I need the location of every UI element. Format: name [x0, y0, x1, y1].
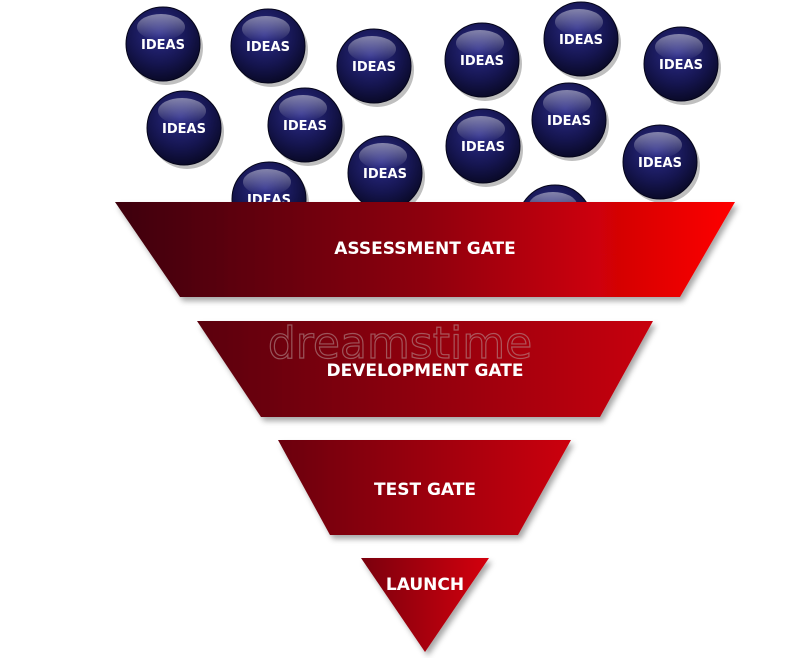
test-gate: TEST GATE — [278, 440, 571, 535]
idea-ball: IDEAS — [531, 82, 609, 161]
assessment-gate-label: ASSESSMENT GATE — [334, 239, 516, 259]
idea-ball-label: IDEAS — [141, 38, 185, 53]
assessment-gate: ASSESSMENT GATE — [115, 202, 735, 297]
development-gate: DEVELOPMENT GATE — [197, 321, 653, 417]
idea-ball: IDEAS — [444, 22, 522, 101]
watermark: dreamstime — [268, 318, 532, 369]
idea-ball-label: IDEAS — [547, 114, 591, 129]
idea-ball: IDEAS — [445, 108, 523, 187]
development-gate-label: DEVELOPMENT GATE — [327, 361, 524, 381]
idea-ball-label: IDEAS — [638, 156, 682, 171]
funnel-gates: ASSESSMENT GATE DEVELOPMENT GATE TEST GATE… — [115, 202, 735, 652]
idea-ball-label: IDEAS — [460, 54, 504, 69]
idea-ball: IDEAS — [230, 8, 308, 87]
idea-ball-label: IDEAS — [283, 119, 327, 134]
idea-ball: IDEAS — [267, 87, 345, 166]
idea-ball-label: IDEAS — [559, 33, 603, 48]
idea-ball-label: IDEAS — [162, 122, 206, 137]
idea-ball: IDEAS — [543, 1, 621, 80]
idea-ball-label: IDEAS — [659, 58, 703, 73]
idea-ball-label: IDEAS — [247, 193, 291, 208]
idea-ball: IDEAS — [347, 135, 425, 202]
idea-ball: IDEAS — [622, 124, 700, 202]
idea-ball-label: IDEAS — [352, 60, 396, 75]
idea-ball: IDEAS — [643, 26, 721, 105]
ideas-balls: IDEAS IDEAS IDEAS IDEAS IDEAS IDEAS IDEAS IDEAS… — [125, 1, 721, 208]
test-gate-label: TEST GATE — [374, 480, 476, 500]
idea-ball: IDEAS — [336, 28, 414, 107]
launch-gate-label: LAUNCH — [386, 575, 464, 595]
idea-ball: IDEAS — [231, 161, 309, 208]
launch-gate: LAUNCH — [361, 558, 489, 652]
idea-ball: IDEAS — [125, 6, 203, 85]
idea-ball-label: IDEAS — [461, 140, 505, 155]
idea-ball-label: IDEAS — [363, 167, 407, 182]
idea-ball: IDEAS — [146, 90, 224, 169]
idea-ball — [523, 184, 587, 202]
idea-ball-label: IDEAS — [246, 40, 290, 55]
